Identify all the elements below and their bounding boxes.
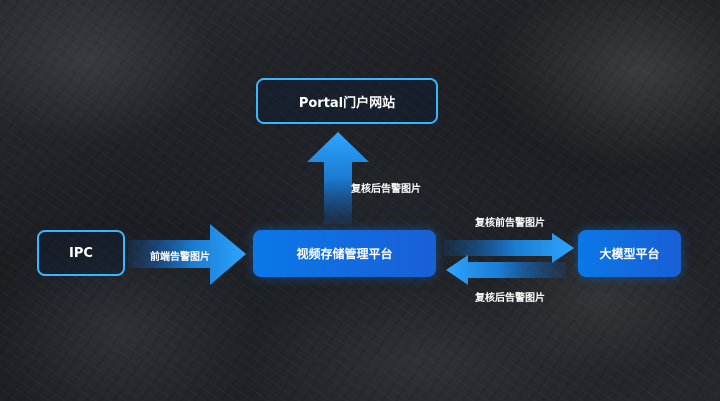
ipc-node: IPC — [37, 230, 125, 276]
edge-label-vms-to-llm: 复核前告警图片 — [475, 218, 545, 229]
arrow-vms-to-llm — [444, 233, 574, 263]
portal-node: Portal门户网站 — [256, 78, 438, 124]
video-storage-platform-node: 视频存储管理平台 — [253, 230, 436, 277]
large-model-platform-node: 大模型平台 — [578, 230, 681, 277]
edge-label-vms-to-portal: 复核后告警图片 — [351, 184, 421, 195]
ipc-node-label: IPC — [69, 245, 93, 261]
large-model-platform-label: 大模型平台 — [599, 247, 660, 261]
arrow-llm-to-vms — [446, 255, 566, 285]
arrow-vms-to-portal — [307, 132, 369, 224]
edge-label-ipc-to-vms: 前端告警图片 — [150, 252, 210, 263]
edge-label-llm-to-vms: 复核后告警图片 — [475, 293, 545, 304]
portal-node-label: Portal门户网站 — [298, 95, 396, 111]
video-storage-platform-label: 视频存储管理平台 — [296, 247, 393, 261]
arrow-ipc-to-vms — [128, 224, 246, 285]
